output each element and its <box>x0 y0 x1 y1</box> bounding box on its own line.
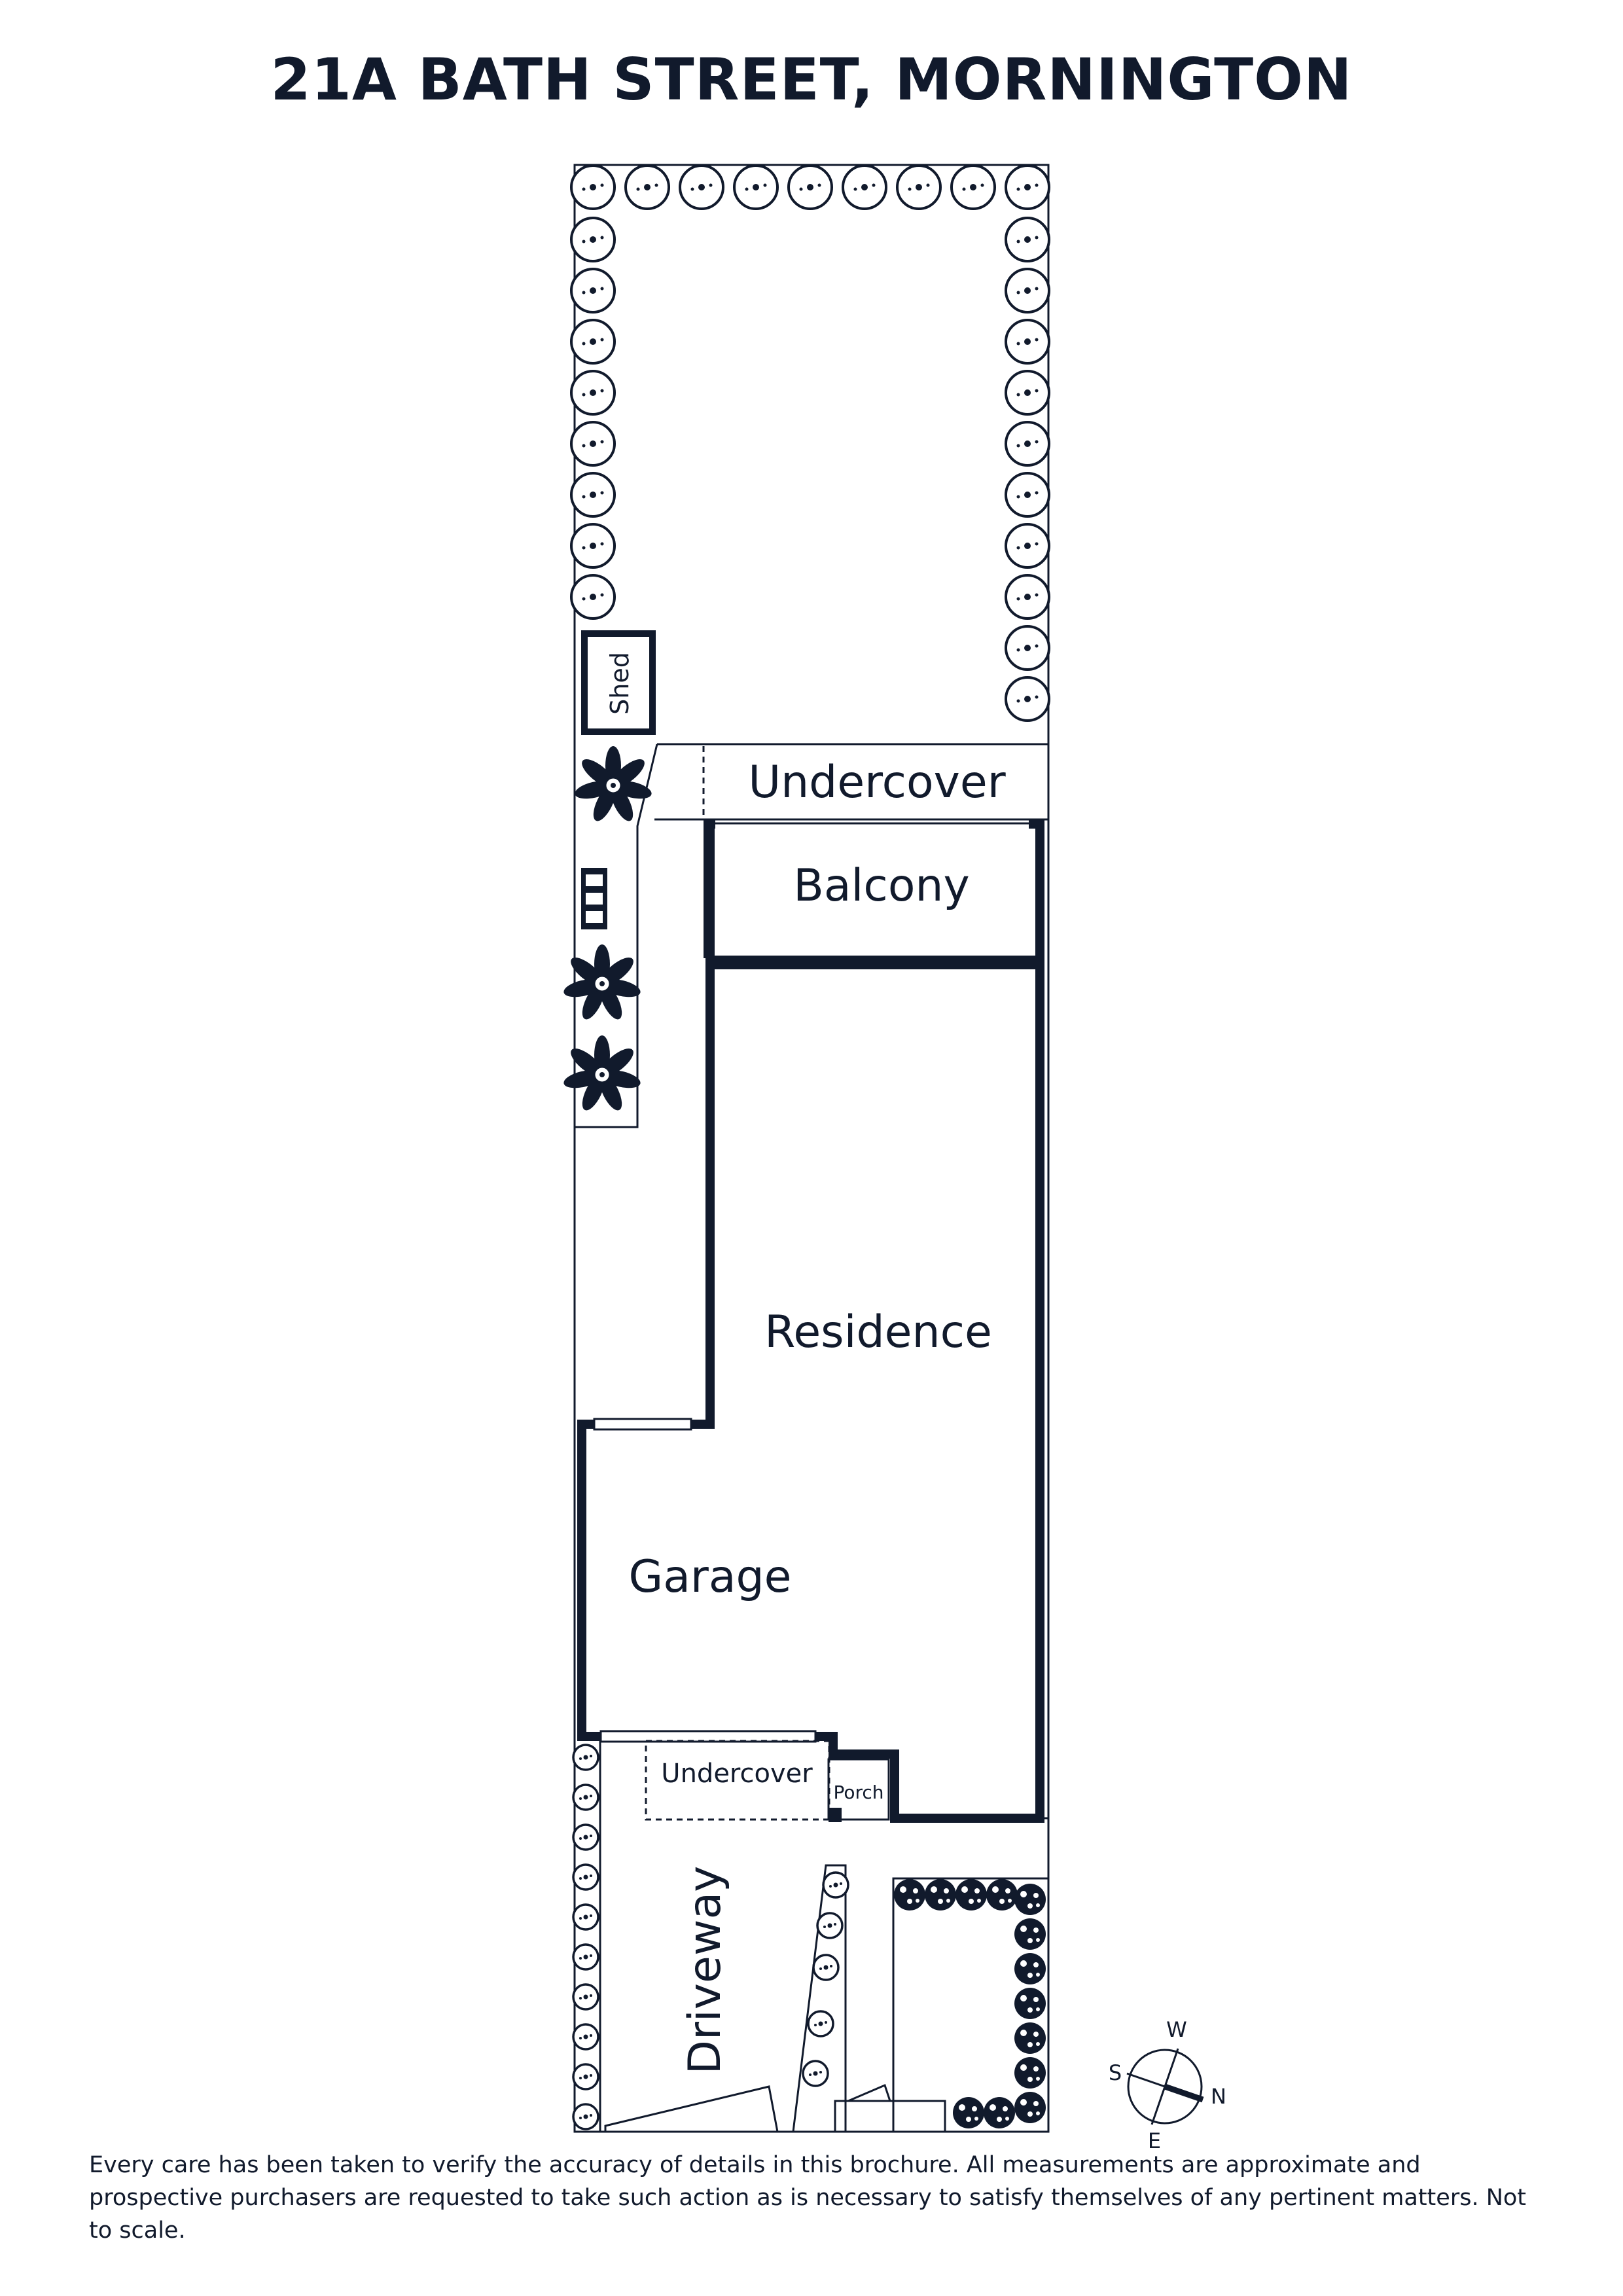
tree-icon <box>570 421 616 467</box>
front-shrubs <box>894 1879 1046 2128</box>
tree-icon <box>1005 268 1050 314</box>
driveway-gate <box>604 2085 779 2133</box>
undercover-rear-label: Undercover <box>748 757 1005 808</box>
shed <box>581 630 656 735</box>
tree-icon <box>572 2103 599 2130</box>
front-garden-bed <box>892 1877 1048 2132</box>
shrub-icon <box>1014 1953 1046 1984</box>
balcony-label: Balcony <box>793 860 970 912</box>
compass-west: W <box>1166 2017 1187 2042</box>
tree-icon <box>679 164 724 210</box>
tree-icon <box>570 268 616 314</box>
rear-yard-trees <box>570 164 1050 722</box>
tree-icon <box>572 1863 599 1891</box>
shed-label: Shed <box>605 652 634 715</box>
tree-icon <box>733 164 779 210</box>
shrub-icon <box>1014 1918 1046 1950</box>
tree-icon <box>842 164 887 210</box>
tree-icon <box>812 1954 840 1981</box>
tree-icon <box>572 2023 599 2051</box>
tree-icon <box>570 319 616 365</box>
tree-icon <box>807 2010 834 2037</box>
shrub-icon <box>1014 2057 1046 2089</box>
tree-icon <box>570 523 616 569</box>
shrub-icon <box>984 2097 1015 2128</box>
tree-icon <box>572 1744 599 1771</box>
tree-icon <box>570 574 616 620</box>
tree-icon <box>572 1823 599 1851</box>
compass-icon <box>1126 2048 1204 2125</box>
tree-icon <box>570 164 616 210</box>
residence-label: Residence <box>764 1306 992 1358</box>
shrub-icon <box>986 1879 1018 1910</box>
tree-icon <box>1005 319 1050 365</box>
compass-south: S <box>1109 2060 1122 2085</box>
shrub-icon <box>1014 2092 1046 2123</box>
bench-icon <box>581 868 607 929</box>
compass-north: N <box>1211 2084 1226 2109</box>
shrub-icon <box>894 1879 925 1910</box>
side-path <box>575 744 658 1128</box>
tree-icon <box>570 370 616 416</box>
shrub-icon <box>1014 1884 1046 1915</box>
shrub-icon <box>1014 1988 1046 2019</box>
porch <box>827 1758 890 1821</box>
tree-icon <box>1005 421 1050 467</box>
balcony-rail <box>704 821 706 958</box>
disclaimer-text: Every care has been taken to verify the … <box>89 2152 1527 2244</box>
tree-icon <box>572 1903 599 1931</box>
site-boundary <box>573 164 1050 2133</box>
undercover-front-label: Undercover <box>661 1759 813 1789</box>
tree-icon <box>624 164 670 210</box>
tree-icon <box>802 2060 829 2087</box>
driveway-label: Driveway <box>679 1866 731 2075</box>
tree-icon <box>1005 217 1050 262</box>
tree-icon <box>896 164 942 210</box>
tree-icon <box>950 164 996 210</box>
tree-icon <box>1005 370 1050 416</box>
tree-icon <box>1005 676 1050 722</box>
tree-icon <box>570 217 616 262</box>
tree-icon <box>1005 523 1050 569</box>
compass-east: E <box>1148 2128 1161 2153</box>
shrub-icon <box>955 1879 987 1910</box>
page-title: 21A BATH STREET, MORNINGTON <box>270 46 1353 113</box>
shrub-icon <box>953 2097 984 2128</box>
tree-icon <box>1005 164 1050 210</box>
shrub-icon <box>1014 2022 1046 2054</box>
tree-icon <box>570 472 616 518</box>
shrub-icon <box>925 1879 956 1910</box>
tree-icon <box>572 1784 599 1811</box>
garden-strip <box>792 1864 847 2133</box>
tree-icon <box>572 1983 599 2011</box>
tree-icon <box>1005 625 1050 671</box>
porch-label: Porch <box>833 1782 883 1803</box>
tree-icon <box>816 1912 844 1939</box>
tree-icon <box>572 1943 599 1971</box>
garage-label: Garage <box>629 1551 792 1603</box>
tree-icon <box>1005 472 1050 518</box>
tree-icon <box>822 1871 849 1899</box>
tree-icon <box>1005 574 1050 620</box>
tree-icon <box>787 164 833 210</box>
front-left-trees <box>572 1744 599 2130</box>
tree-icon <box>572 2063 599 2090</box>
